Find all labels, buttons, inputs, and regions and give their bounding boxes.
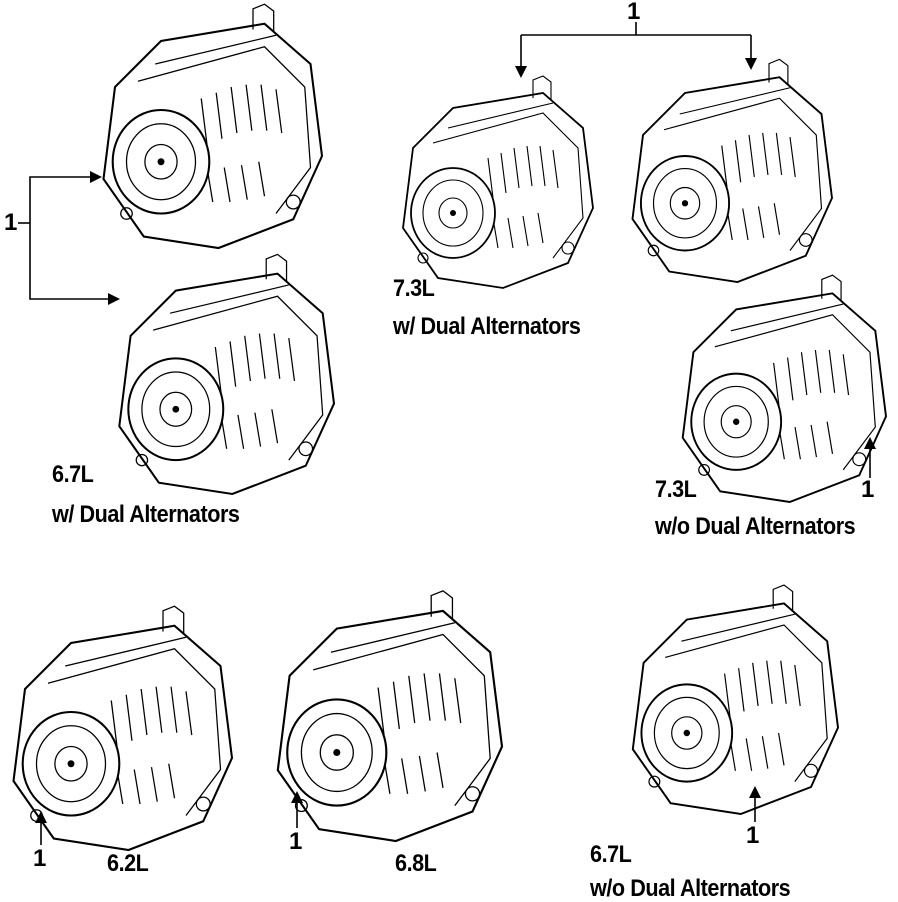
label-f-engine: 6.7L	[590, 841, 632, 868]
label-a-engine: 6.7L	[52, 461, 94, 488]
alternator-6-2l	[12, 605, 234, 852]
callout-arrow-c	[864, 437, 876, 478]
label-b-engine: 7.3L	[393, 275, 435, 302]
callout-arrow-d	[35, 811, 47, 845]
alternator-7-3l-dual-left	[402, 75, 594, 289]
label-a-config: w/ Dual Alternators	[52, 501, 240, 528]
callout-number-b: 1	[627, 0, 641, 25]
alternator-6-8l	[276, 589, 504, 843]
callout-number-e: 1	[289, 828, 303, 855]
label-d-engine: 6.2L	[107, 850, 149, 877]
callout-number-c: 1	[861, 476, 875, 503]
label-f-config: w/o Dual Alternators	[590, 875, 791, 902]
callout-number-d: 1	[33, 845, 47, 872]
label-e-engine: 6.8L	[395, 850, 437, 877]
callout-bracket-b	[515, 22, 757, 78]
alternator-6-7l-dual-lower	[118, 253, 336, 496]
callout-bracket-a	[18, 171, 120, 305]
label-c-engine: 7.3L	[655, 476, 697, 503]
callout-number-a: 1	[4, 209, 18, 236]
alternator-7-3l-single	[681, 274, 887, 503]
callout-number-f: 1	[746, 822, 760, 849]
label-b-config: w/ Dual Alternators	[393, 313, 581, 340]
label-c-config: w/o Dual Alternators	[655, 513, 856, 540]
alternator-7-3l-dual-right	[631, 58, 833, 283]
alternator-6-7l-single	[631, 584, 839, 815]
alternator-6-7l-dual-upper	[102, 3, 324, 250]
callout-arrow-f	[749, 786, 761, 822]
callout-arrow-e	[291, 791, 303, 828]
